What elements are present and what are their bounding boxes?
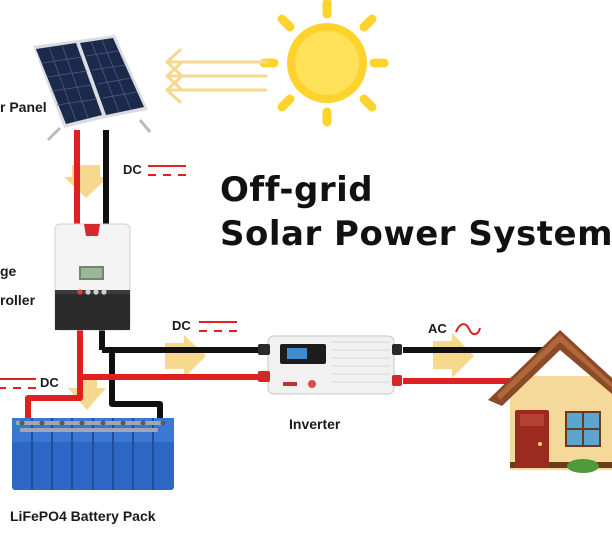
dc-symbol-inverter-icon xyxy=(199,321,237,332)
title-line-1: Off-grid xyxy=(220,170,374,210)
sun-icon xyxy=(259,0,389,127)
dc-label-inverter: DC xyxy=(172,318,191,333)
dc-label-panel: DC xyxy=(123,162,142,177)
arrow-down-battery-icon xyxy=(68,375,106,410)
title-line-2: Solar Power System xyxy=(220,214,612,254)
arrow-right-inverter-icon xyxy=(165,335,206,378)
controller-label-line-2: roller xyxy=(0,292,36,308)
house-icon xyxy=(488,330,612,473)
controller-label-line-1: ge xyxy=(0,263,17,279)
battery-pack-icon xyxy=(12,418,174,490)
dc-symbol-panel-icon xyxy=(148,165,186,176)
battery-label: LiFePO4 Battery Pack xyxy=(10,508,156,524)
solar-panel-label: r Panel xyxy=(0,99,47,115)
ac-label-house: AC xyxy=(428,321,447,336)
sunlight-arrows-icon xyxy=(165,48,268,104)
arrow-right-house-icon xyxy=(433,333,474,378)
wiring xyxy=(25,130,548,420)
ac-symbol-icon xyxy=(455,323,481,336)
inverter-icon xyxy=(258,335,402,395)
inverter-label: Inverter xyxy=(289,416,341,432)
charge-controller-icon xyxy=(54,223,131,331)
solar-panel-icon xyxy=(33,35,152,142)
arrow-down-panel-icon xyxy=(64,165,108,198)
dc-label-battery: DC xyxy=(40,375,59,390)
dc-symbol-battery-icon xyxy=(0,378,36,389)
